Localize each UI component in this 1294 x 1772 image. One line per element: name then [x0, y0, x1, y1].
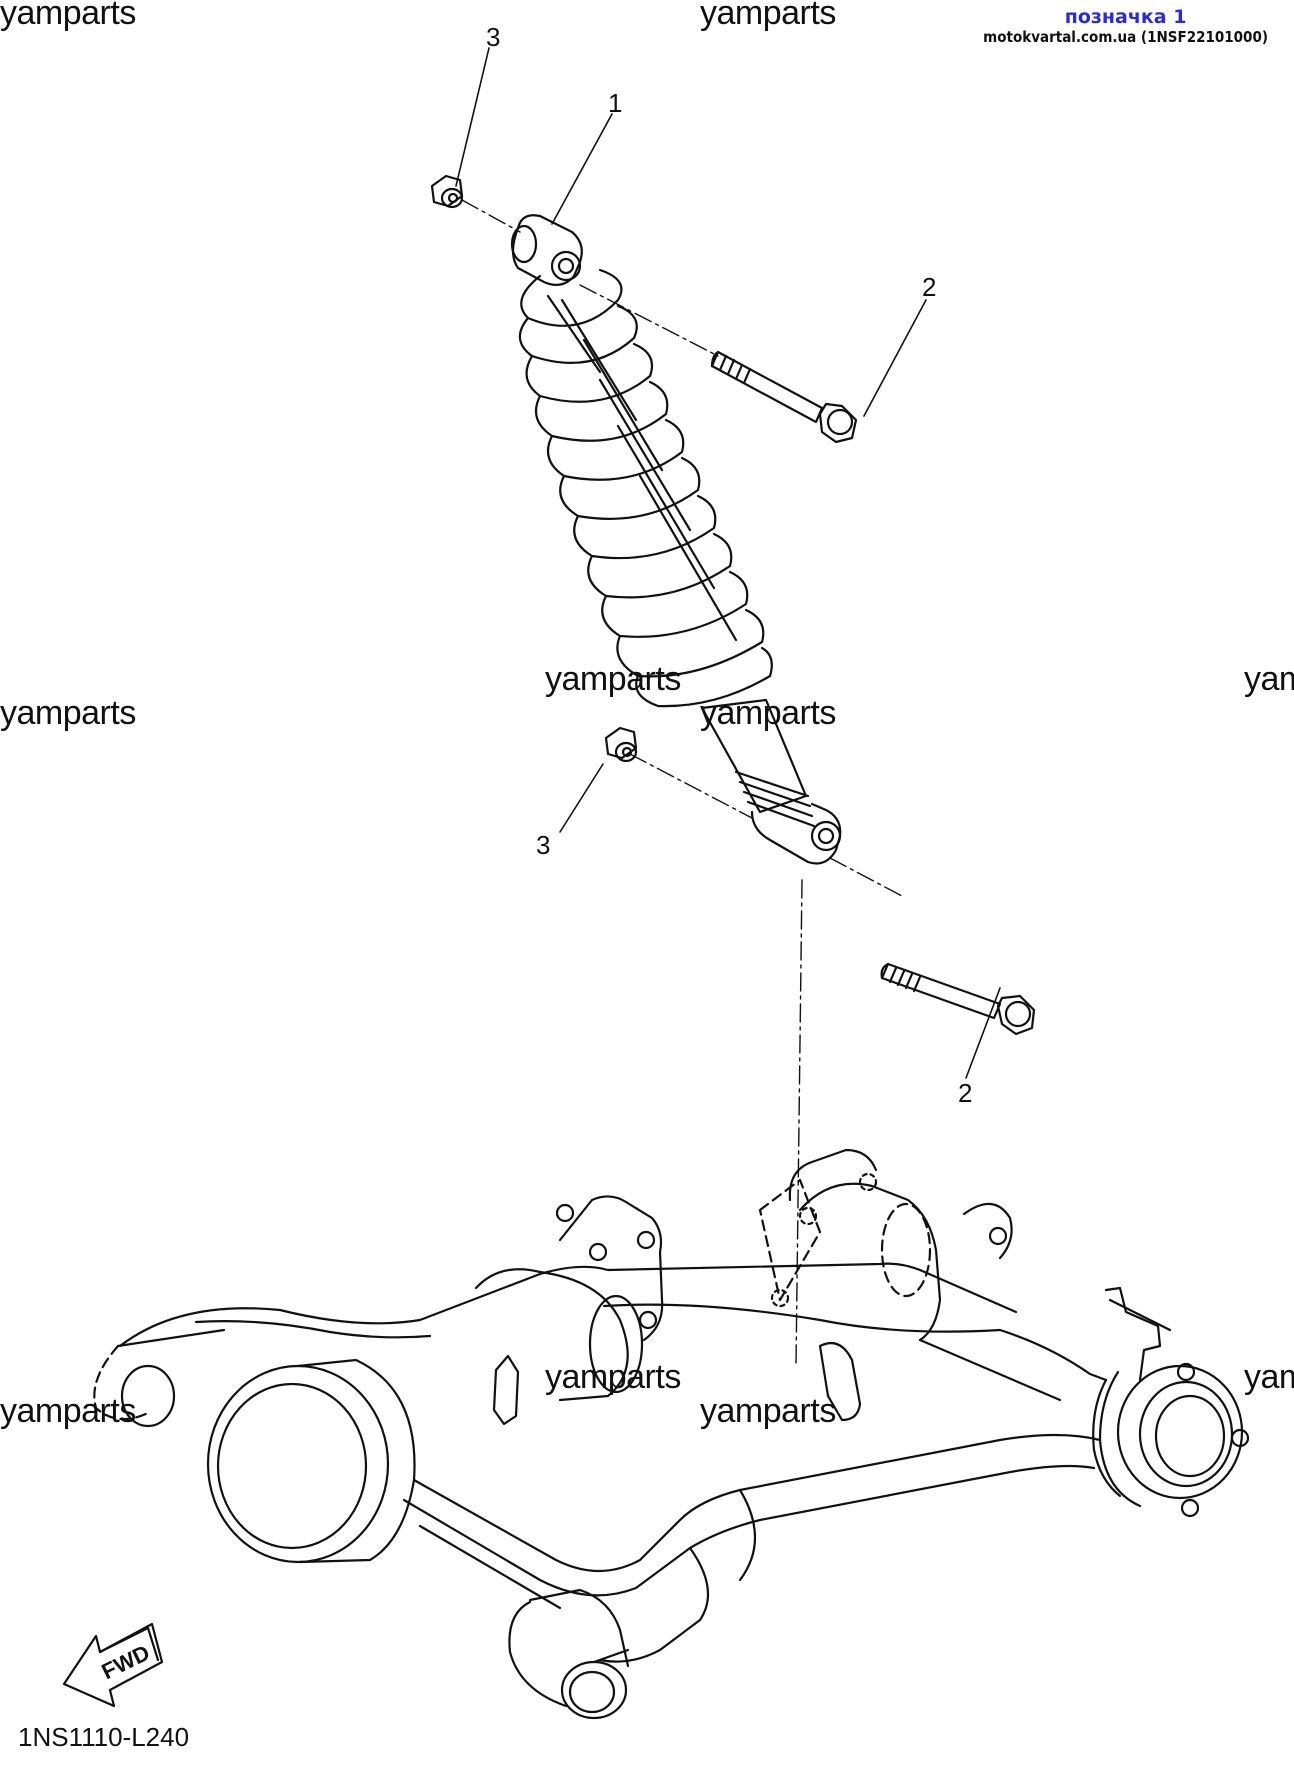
callout-2-bottom: 2	[958, 1078, 973, 1108]
watermark: yamparts	[545, 1358, 681, 1396]
bolt-icon	[880, 962, 1036, 1036]
watermark: yamparts	[700, 0, 836, 32]
watermark: yam	[1244, 660, 1294, 698]
callout-3-mid: 3	[536, 830, 551, 860]
callout-1: 1	[608, 88, 623, 118]
spring-coils	[518, 268, 773, 708]
center-lines	[461, 199, 903, 1366]
nut-icon	[604, 726, 638, 763]
callout-2-top: 2	[922, 272, 937, 302]
callout-3-top: 3	[486, 22, 501, 52]
site-reference: motokvartal.com.ua (1NSF22101000)	[983, 28, 1268, 46]
callout-leaders	[455, 47, 1001, 1079]
watermark: yamparts	[0, 1392, 136, 1430]
shock-absorber-icon	[510, 214, 842, 865]
drawing-code: 1NS1110-L240	[18, 1722, 190, 1752]
nut-icon	[430, 174, 464, 209]
fwd-arrow-icon: FWD	[62, 1622, 164, 1708]
watermark: yamparts	[0, 0, 136, 32]
swingarm-icon	[93, 1148, 1250, 1720]
tag-label[interactable]: позначка 1	[1064, 6, 1187, 28]
watermark: yamparts	[0, 694, 136, 732]
fwd-label: FWD	[98, 1640, 154, 1684]
watermark: yam	[1244, 1358, 1294, 1396]
watermark: yamparts	[700, 694, 836, 732]
watermark: yamparts	[700, 1392, 836, 1430]
bolt-icon	[710, 350, 858, 444]
header-tag: позначка 1 motokvartal.com.ua (1NSF22101…	[983, 6, 1268, 46]
watermark: yamparts	[545, 660, 681, 698]
